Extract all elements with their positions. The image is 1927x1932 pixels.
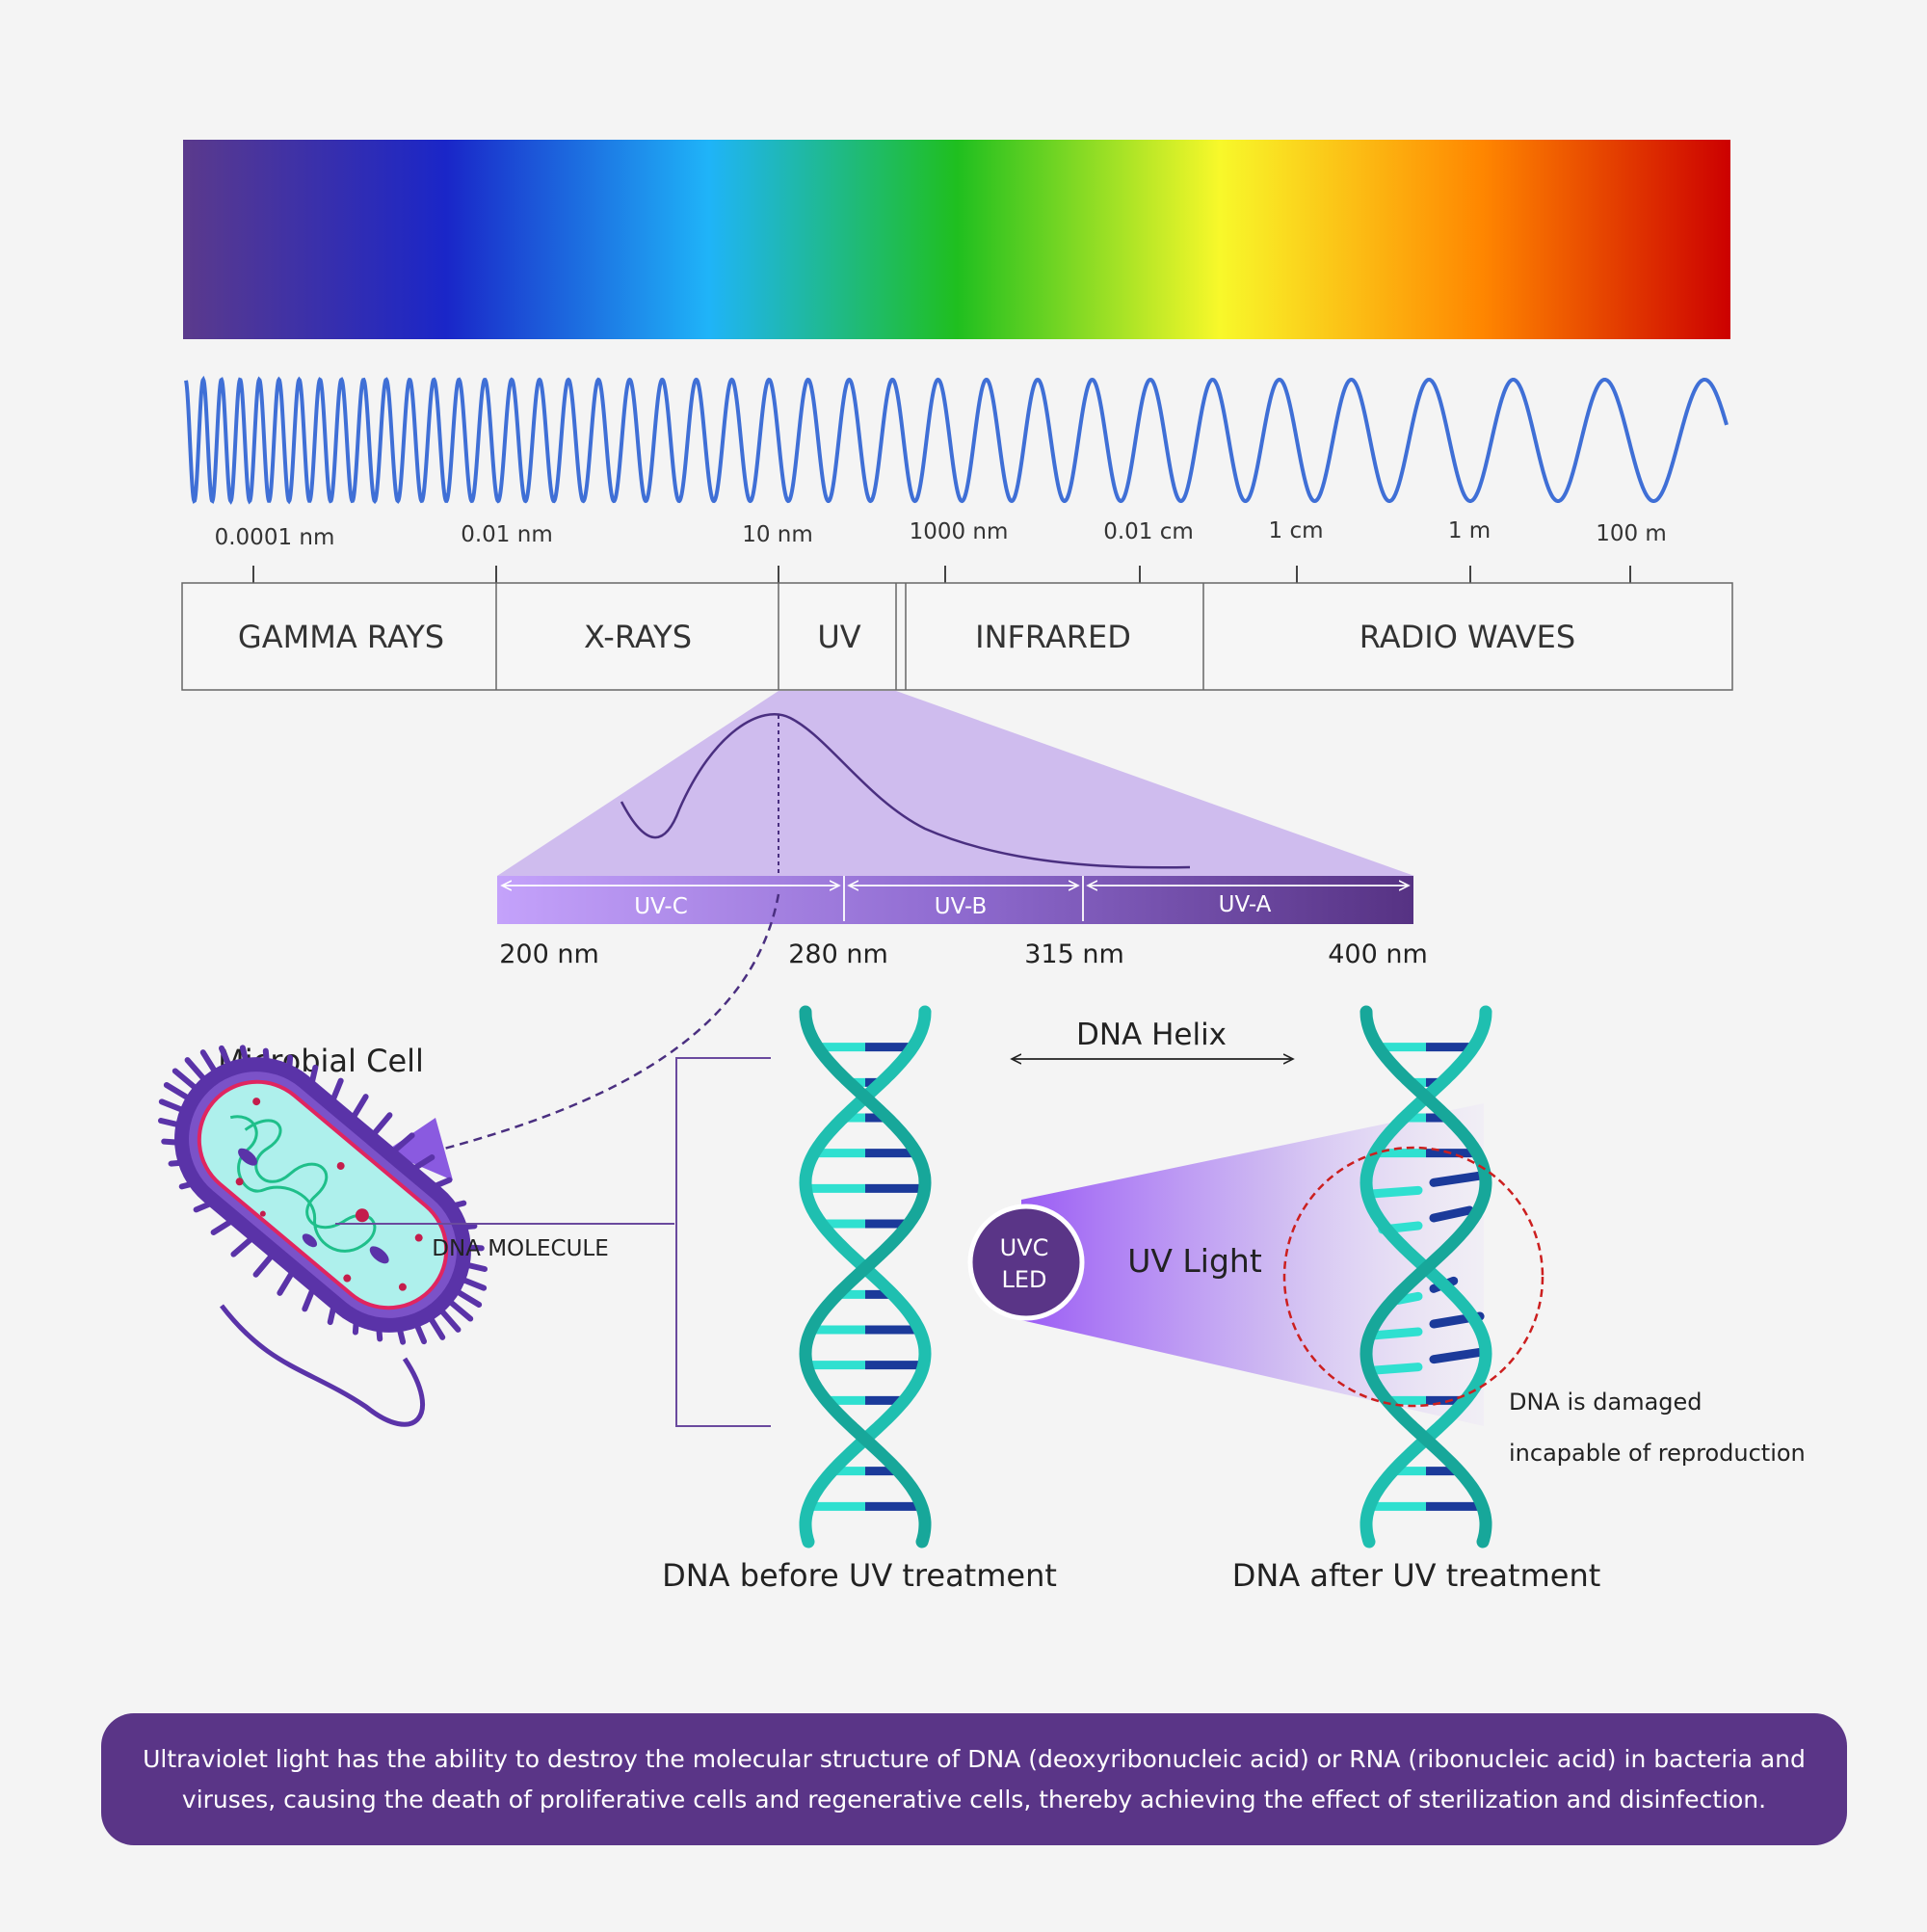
cilium: [439, 1309, 462, 1333]
cilium: [230, 1235, 255, 1257]
dna-helix-after: [1359, 1005, 1492, 1548]
microbial-cell: Microbial Cell: [157, 1043, 488, 1427]
scale-label-100m: 100 m: [1596, 521, 1667, 546]
dna-bracket: [675, 1057, 771, 1427]
wavelength-280nm: 280 nm: [788, 940, 888, 969]
cilium: [277, 1269, 296, 1296]
backbone-strand: [1359, 1005, 1492, 1548]
band-gamma-rays: GAMMA RAYS: [238, 619, 444, 655]
wavelength-315nm: 315 nm: [1024, 940, 1124, 969]
arrowhead-icon: [385, 1118, 453, 1180]
explanation-caption: Ultraviolet light has the ability to des…: [101, 1713, 1847, 1845]
damage-zone-circle: [1282, 1146, 1544, 1408]
wavelength-200nm: 200 nm: [499, 940, 599, 969]
uv-light-label: UV Light: [1127, 1242, 1262, 1280]
band-table-frame: [181, 582, 1733, 691]
uv-c-label: UV-C: [634, 894, 688, 919]
uv-to-cell-dashed-arrow: [433, 893, 780, 1153]
uv-a-label: UV-A: [1219, 892, 1272, 917]
band-x-rays: X-RAYS: [584, 619, 692, 655]
dna-molecule-label: DNA MOLECULE: [432, 1236, 609, 1261]
broken-base-pair-right: [1429, 1170, 1491, 1187]
scale-label-0.01cm: 0.01 cm: [1103, 519, 1194, 544]
cilium: [390, 1132, 415, 1154]
scale-label-0.0001nm: 0.0001 nm: [215, 525, 335, 550]
dna-helix-label: DNA Helix: [1076, 1018, 1227, 1052]
dna-damaged-text: DNA is damaged: [1509, 1389, 1703, 1416]
wavelength-400nm: 400 nm: [1328, 940, 1428, 969]
cilium: [455, 1289, 483, 1309]
broken-base-pair-left: [1367, 1327, 1423, 1340]
ribosome: [252, 1098, 261, 1106]
uv-absorption-curve: [620, 713, 1191, 869]
backbone-strand: [799, 1005, 932, 1548]
cilium: [350, 1094, 369, 1121]
uvc-led: [967, 1204, 1085, 1321]
cytoplasm: [197, 1079, 449, 1310]
cilium: [163, 1081, 191, 1100]
cilium: [449, 1300, 474, 1322]
band-uv: UV: [817, 619, 860, 655]
broken-base-pair-left: [1362, 1363, 1423, 1376]
band-radio-waves: RADIO WAVES: [1359, 619, 1575, 655]
plasmid: [355, 1208, 369, 1223]
spectrum-gradient-bar: [183, 140, 1730, 339]
dna-before-label: DNA before UV treatment: [662, 1557, 1057, 1594]
ribosome: [259, 1210, 266, 1217]
incapable-reproduction-text: incapable of reproduction: [1509, 1440, 1806, 1467]
scale-label-1cm: 1 cm: [1269, 518, 1324, 543]
scale-label-1m: 1 m: [1448, 518, 1491, 543]
broken-base-pair-right: [1429, 1347, 1490, 1364]
wavelength-wave: [184, 375, 1729, 505]
uvc-led-label-line1: UVC: [1000, 1234, 1049, 1261]
cilium: [172, 1068, 197, 1090]
ribosome: [414, 1233, 423, 1242]
ribosome: [336, 1161, 345, 1170]
cilium: [184, 1057, 206, 1081]
scale-label-10nm: 10 nm: [742, 522, 813, 547]
ribosome: [235, 1178, 244, 1186]
broken-base-pair-left: [1361, 1185, 1423, 1199]
ribosome: [398, 1283, 407, 1291]
scale-label-1000nm: 1000 nm: [910, 519, 1009, 544]
broken-base-pair-right: [1429, 1205, 1474, 1223]
uvc-led-label-line2: LED: [1001, 1266, 1046, 1293]
inclusion-body: [369, 1246, 389, 1264]
cilium: [371, 1112, 393, 1137]
uv-subband-bar: UV-C UV-B UV-A: [497, 876, 1413, 924]
uv-zoom-wedge: [497, 691, 1414, 876]
scale-label-0.01nm: 0.01 nm: [461, 522, 553, 547]
wavelength-scale: 0.0001 nm 0.01 nm 10 nm 1000 nm 0.01 cm …: [215, 518, 1667, 583]
inclusion-body: [238, 1148, 257, 1166]
flagellum: [220, 1304, 425, 1427]
band-infrared: INFRARED: [975, 619, 1131, 655]
dna-after-label: DNA after UV treatment: [1232, 1557, 1601, 1594]
uv-b-label: UV-B: [935, 894, 987, 919]
ribosome: [343, 1274, 352, 1283]
dna-helix-before: [799, 1005, 932, 1548]
spectrum-band-table: GAMMA RAYS X-RAYS UV INFRARED RADIO WAVE…: [181, 582, 1733, 691]
inclusion-body: [302, 1233, 318, 1248]
cilium: [252, 1253, 275, 1278]
